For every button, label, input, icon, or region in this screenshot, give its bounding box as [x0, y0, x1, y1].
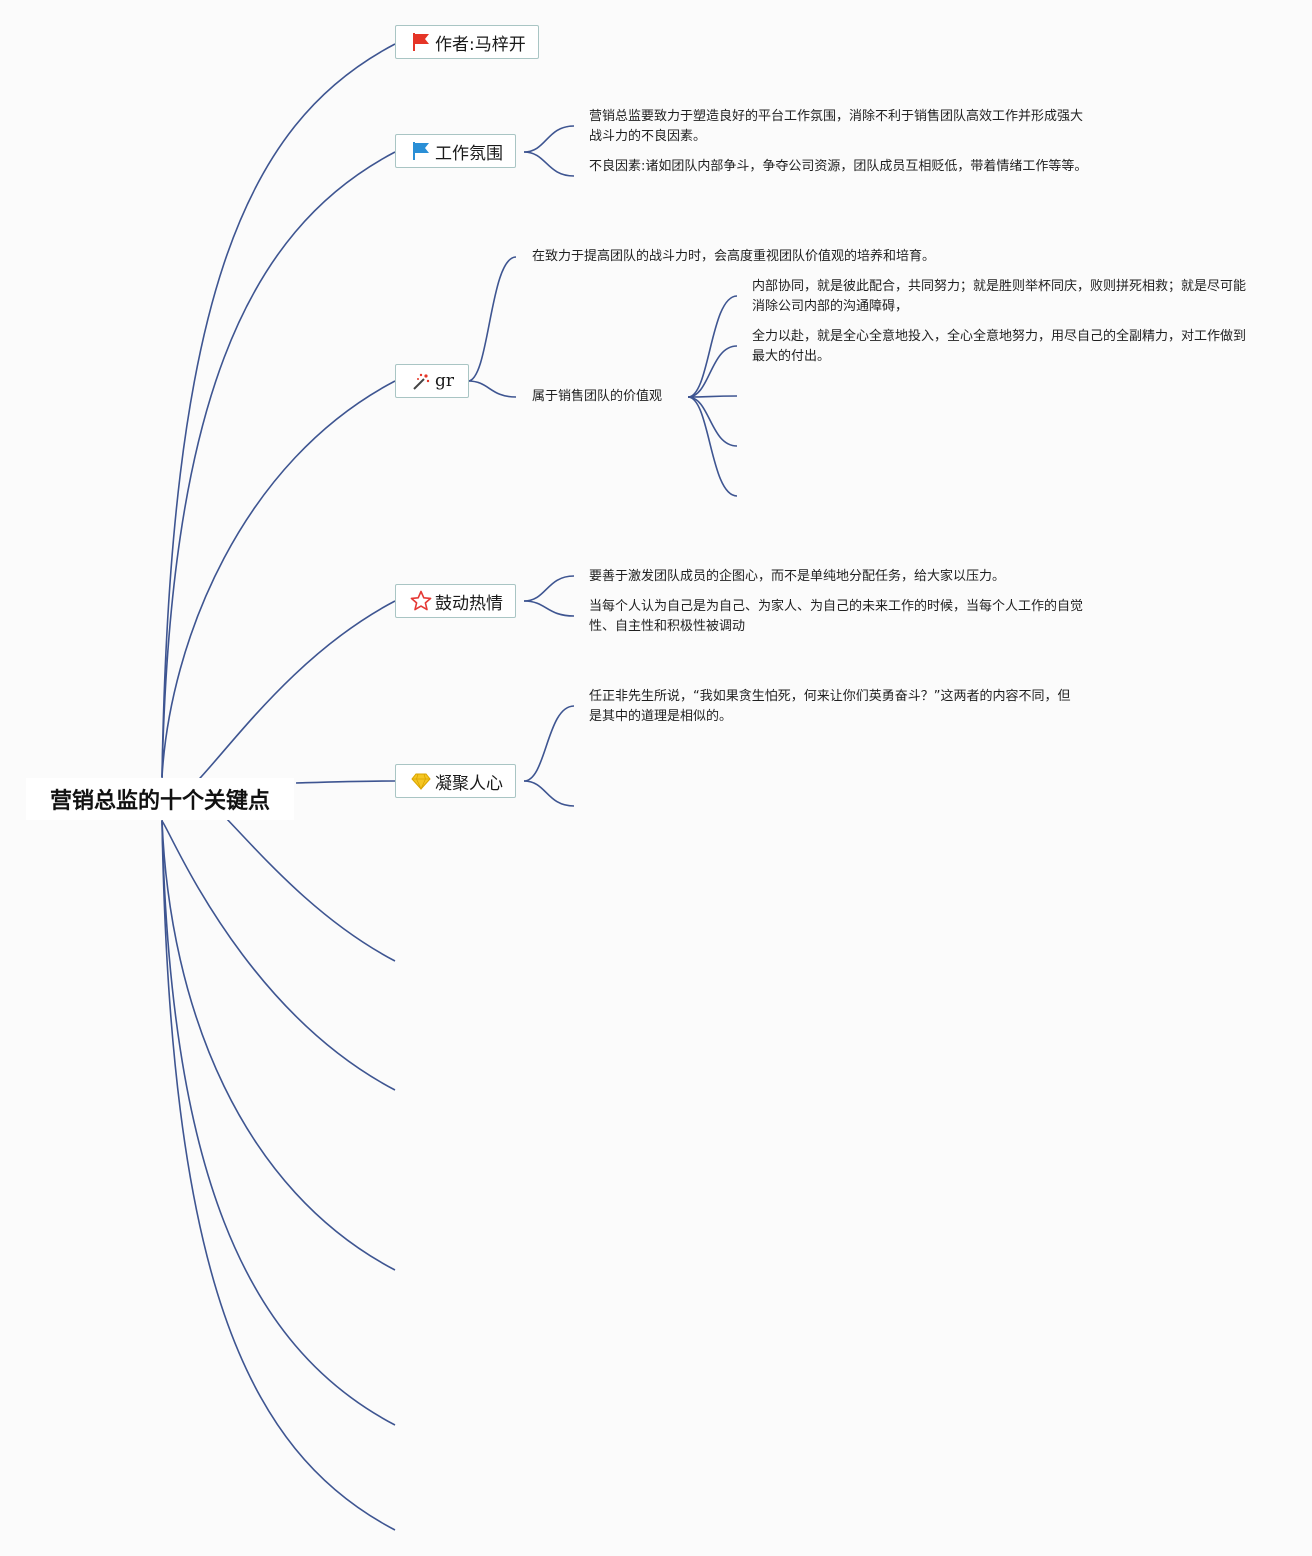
topic-author[interactable]: 作者:马梓开: [395, 25, 539, 59]
topic-inspire-passion-label: 鼓动热情: [435, 593, 503, 614]
branch-connector-0: [161, 43, 396, 778]
note-subvalues-2: 全力以赴，就是全心全意地投入，全心全意地努力，用尽自己的全副精力，对工作做到最大…: [752, 329, 1247, 364]
topic-gr-label: gr: [435, 371, 455, 391]
note-atmosphere-2: 不良因素:诸如团队内部争斗，争夺公司资源，团队成员互相贬低，带着情绪工作等等。: [589, 159, 1088, 174]
atmosphere-connector-1: [523, 151, 575, 177]
note-values-1: 在致力于提高团队的战斗力时，会高度重视团队价值观的培养和培育。: [532, 249, 936, 264]
branch-connector-3: [161, 600, 396, 800]
values-connector-2: [687, 395, 738, 398]
diamond-icon: [410, 770, 432, 792]
blue-flag-icon: [410, 140, 432, 162]
values-connector-3: [687, 396, 738, 447]
topic-gr[interactable]: gr: [395, 364, 470, 398]
branch-connector-2: [161, 380, 396, 778]
topic-inspire-passion[interactable]: 鼓动热情: [395, 584, 516, 618]
topic-work-atmosphere-label: 工作氛围: [435, 143, 503, 164]
values-connector-4: [687, 396, 738, 497]
central-topic[interactable]: 营销总监的十个关键点: [26, 778, 294, 820]
star-icon: [410, 590, 432, 612]
branch-connector-8: [161, 820, 396, 1531]
unite-connector-1: [523, 780, 575, 807]
branch-connector-1: [161, 151, 396, 778]
gr-connector-0: [467, 256, 517, 382]
note-subvalues-1: 内部协同，就是彼此配合，共同努力；就是胜则举杯同庆，败则拼死相救；就是尽可能消除…: [752, 279, 1247, 314]
central-topic-label: 营销总监的十个关键点: [49, 789, 270, 814]
branch-connector-unite: [295, 780, 396, 784]
topic-unite-hearts-label: 凝聚人心: [435, 773, 503, 794]
note-unite-1: 任正非先生所说，“我如果贪生怕死，何来让你们英勇奋斗？”这两者的内容不同，但是其…: [589, 689, 1071, 724]
note-passion-1: 要善于激发团队成员的企图心，而不是单纯地分配任务，给大家以压力。: [589, 569, 1006, 584]
passion-connector-1: [523, 600, 575, 617]
topic-unite-hearts[interactable]: 凝聚人心: [395, 764, 516, 798]
values-connector-1: [687, 345, 738, 398]
note-passion-2: 当每个人认为自己是为自己、为家人、为自己的未来工作的时候，当每个人工作的自觉性、…: [589, 599, 1084, 634]
branch-connector-5: [161, 820, 396, 1091]
note-atmosphere-1: 营销总监要致力于塑造良好的平台工作氛围，消除不利于销售团队高效工作并形成强大战斗…: [589, 109, 1084, 144]
subtopic-team-values[interactable]: 属于销售团队的价值观: [532, 389, 663, 404]
atmosphere-connector-0: [523, 125, 575, 153]
gr-connector-1: [467, 380, 517, 398]
branch-connector-6: [161, 820, 396, 1271]
red-flag-icon: [410, 31, 432, 53]
unite-connector-0: [523, 705, 575, 782]
branch-connector-7: [161, 820, 396, 1426]
passion-connector-0: [523, 575, 575, 602]
topic-work-atmosphere[interactable]: 工作氛围: [395, 134, 516, 168]
values-connector-0: [687, 295, 738, 398]
topic-author-label: 作者:马梓开: [435, 34, 526, 55]
magic-wand-icon: [410, 370, 432, 392]
